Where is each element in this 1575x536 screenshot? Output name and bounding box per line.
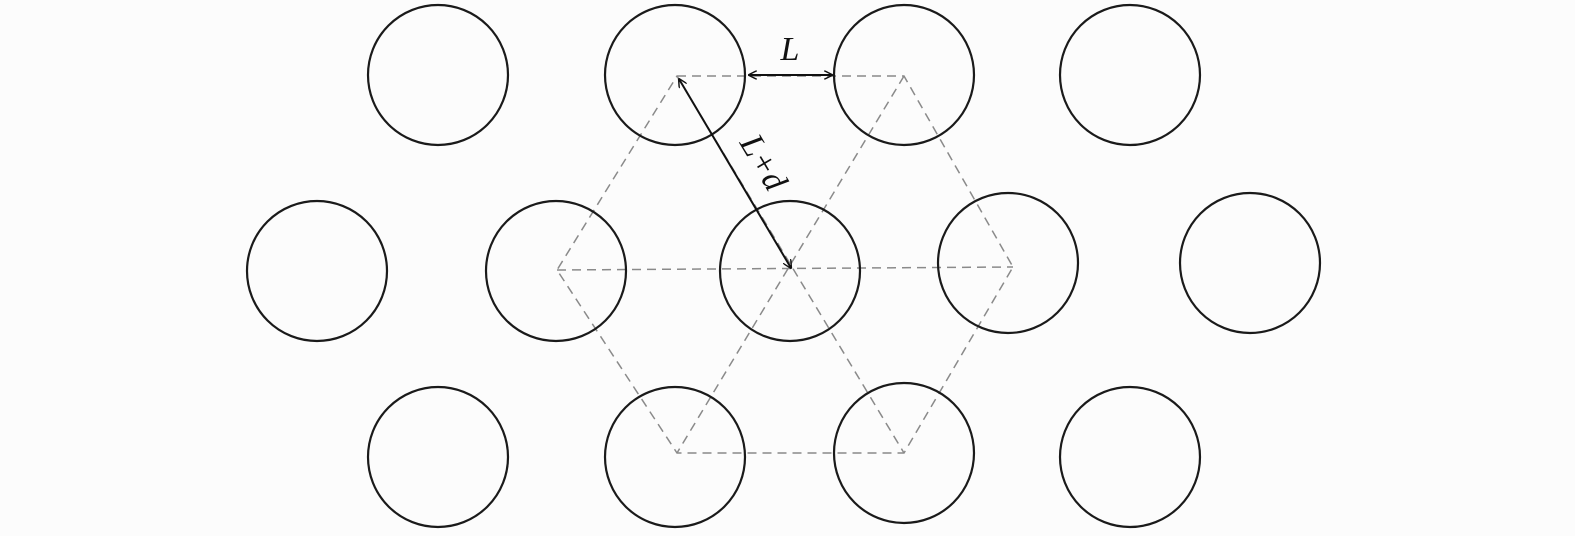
circle	[936, 191, 1080, 335]
circle	[484, 199, 628, 343]
circles-row-middle	[245, 191, 1322, 343]
pitch-dimension-arrow	[679, 79, 791, 268]
circle	[603, 3, 747, 147]
circle	[366, 385, 510, 529]
circles-row-top	[366, 3, 1202, 147]
circle-center	[718, 199, 862, 343]
circle	[245, 199, 389, 343]
hexagon-spoke-1	[676, 75, 905, 454]
circle	[603, 385, 747, 529]
circle	[366, 3, 510, 147]
circle	[1058, 3, 1202, 147]
circle	[832, 3, 976, 147]
circle	[1058, 385, 1202, 529]
pitch-label: L+d	[732, 127, 795, 198]
gap-label: L	[780, 31, 800, 68]
circle	[1178, 191, 1322, 335]
circle	[832, 381, 976, 525]
hexagon-spoke-2	[676, 75, 905, 454]
circles-row-bottom	[366, 381, 1202, 529]
